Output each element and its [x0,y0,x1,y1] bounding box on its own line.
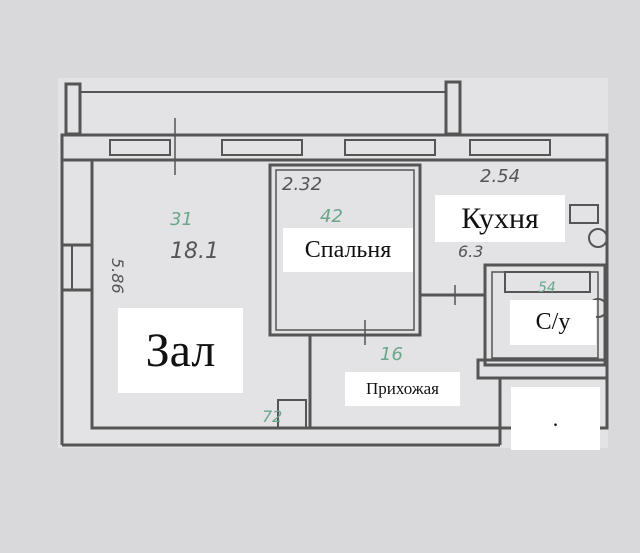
room-label-other: . [511,387,600,450]
room-label-hall: Зал [118,308,243,393]
interior-walls [174,118,609,445]
kitchen-width-annotation: 2.54 [480,166,520,187]
room-label-bedroom: Спальня [283,228,413,272]
room-label-kitchen: Кухня [435,195,565,242]
closet-number-annotation: 72 [262,407,282,426]
bedroom-number-annotation: 42 [320,206,343,227]
hall-area-annotation: 18.1 [170,239,219,264]
room-label-entry: Прихожая [345,372,460,406]
windows [109,139,551,156]
hall-number-annotation: 31 [170,209,193,230]
bedroom-width-annotation: 2.32 [282,174,322,195]
room-label-bathroom: С/у [510,300,596,345]
kitchen-area-annotation: 6.3 [458,242,483,261]
hall-length-annotation: 5.86 [108,258,127,294]
outer-walls [60,133,609,447]
entry-number-annotation: 16 [380,344,403,365]
bath-number-annotation: 54 [538,280,556,296]
